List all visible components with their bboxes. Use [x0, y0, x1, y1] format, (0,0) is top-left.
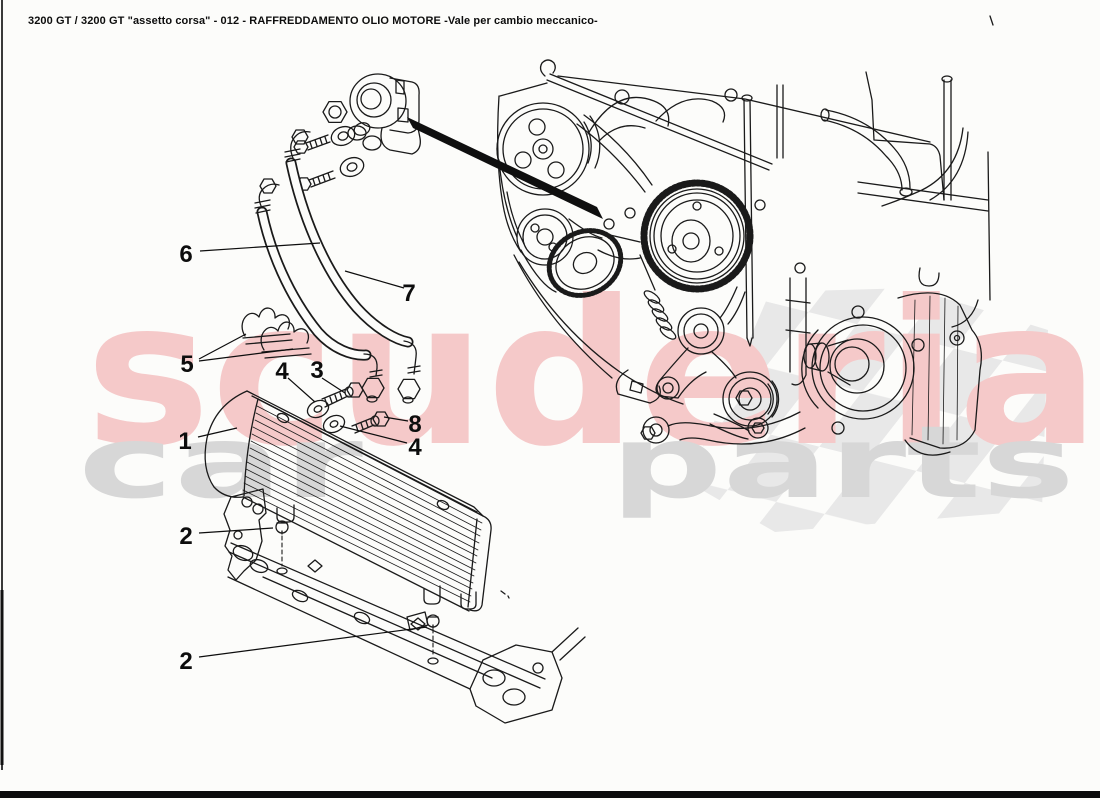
callout-5: 5: [180, 351, 193, 378]
oil-cooler-adapter-flange: [347, 73, 603, 219]
watermark-parts: parts: [610, 404, 1075, 521]
adapter-hardware: [293, 100, 371, 191]
callout-8: 8: [408, 411, 421, 438]
callout-leader: [197, 427, 238, 438]
callout-1: 1: [178, 428, 191, 455]
callout-4b: 4: [408, 434, 422, 461]
callout-6: 6: [179, 241, 192, 268]
callouts: 1 2 2 3 4 4 5 6 7 8: [178, 241, 428, 675]
scan-edge-artifacts: [0, 0, 994, 770]
callout-leader: [287, 377, 316, 403]
callout-leader: [198, 626, 428, 658]
engine-assembly: [496, 59, 991, 456]
page-title: 3200 GT / 3200 GT "assetto corsa" - 012 …: [28, 15, 598, 27]
callout-2b: 2: [179, 648, 192, 675]
callout-leader: [199, 242, 321, 252]
callout-3: 3: [310, 357, 323, 384]
bottom-scan-bar: [0, 791, 1100, 798]
mounting-bracket: [223, 488, 586, 724]
mount-bolts: [275, 520, 440, 665]
callout-leader: [321, 377, 346, 394]
cooler-fittings-hardware: [306, 382, 390, 434]
callout-7: 7: [402, 280, 415, 307]
callout-leader: [198, 527, 274, 534]
oil-cooler-hoses: [254, 129, 421, 404]
callout-4a: 4: [275, 358, 289, 385]
callout-leader: [344, 270, 405, 289]
watermark-car: car: [78, 404, 364, 521]
callout-2a: 2: [179, 523, 192, 550]
oil-cooler: [204, 390, 492, 612]
callout-leader: [198, 333, 294, 362]
callout-leader: [383, 416, 409, 422]
callout-leader: [339, 425, 408, 444]
watermark-scuderia: scuderia: [85, 258, 1100, 491]
